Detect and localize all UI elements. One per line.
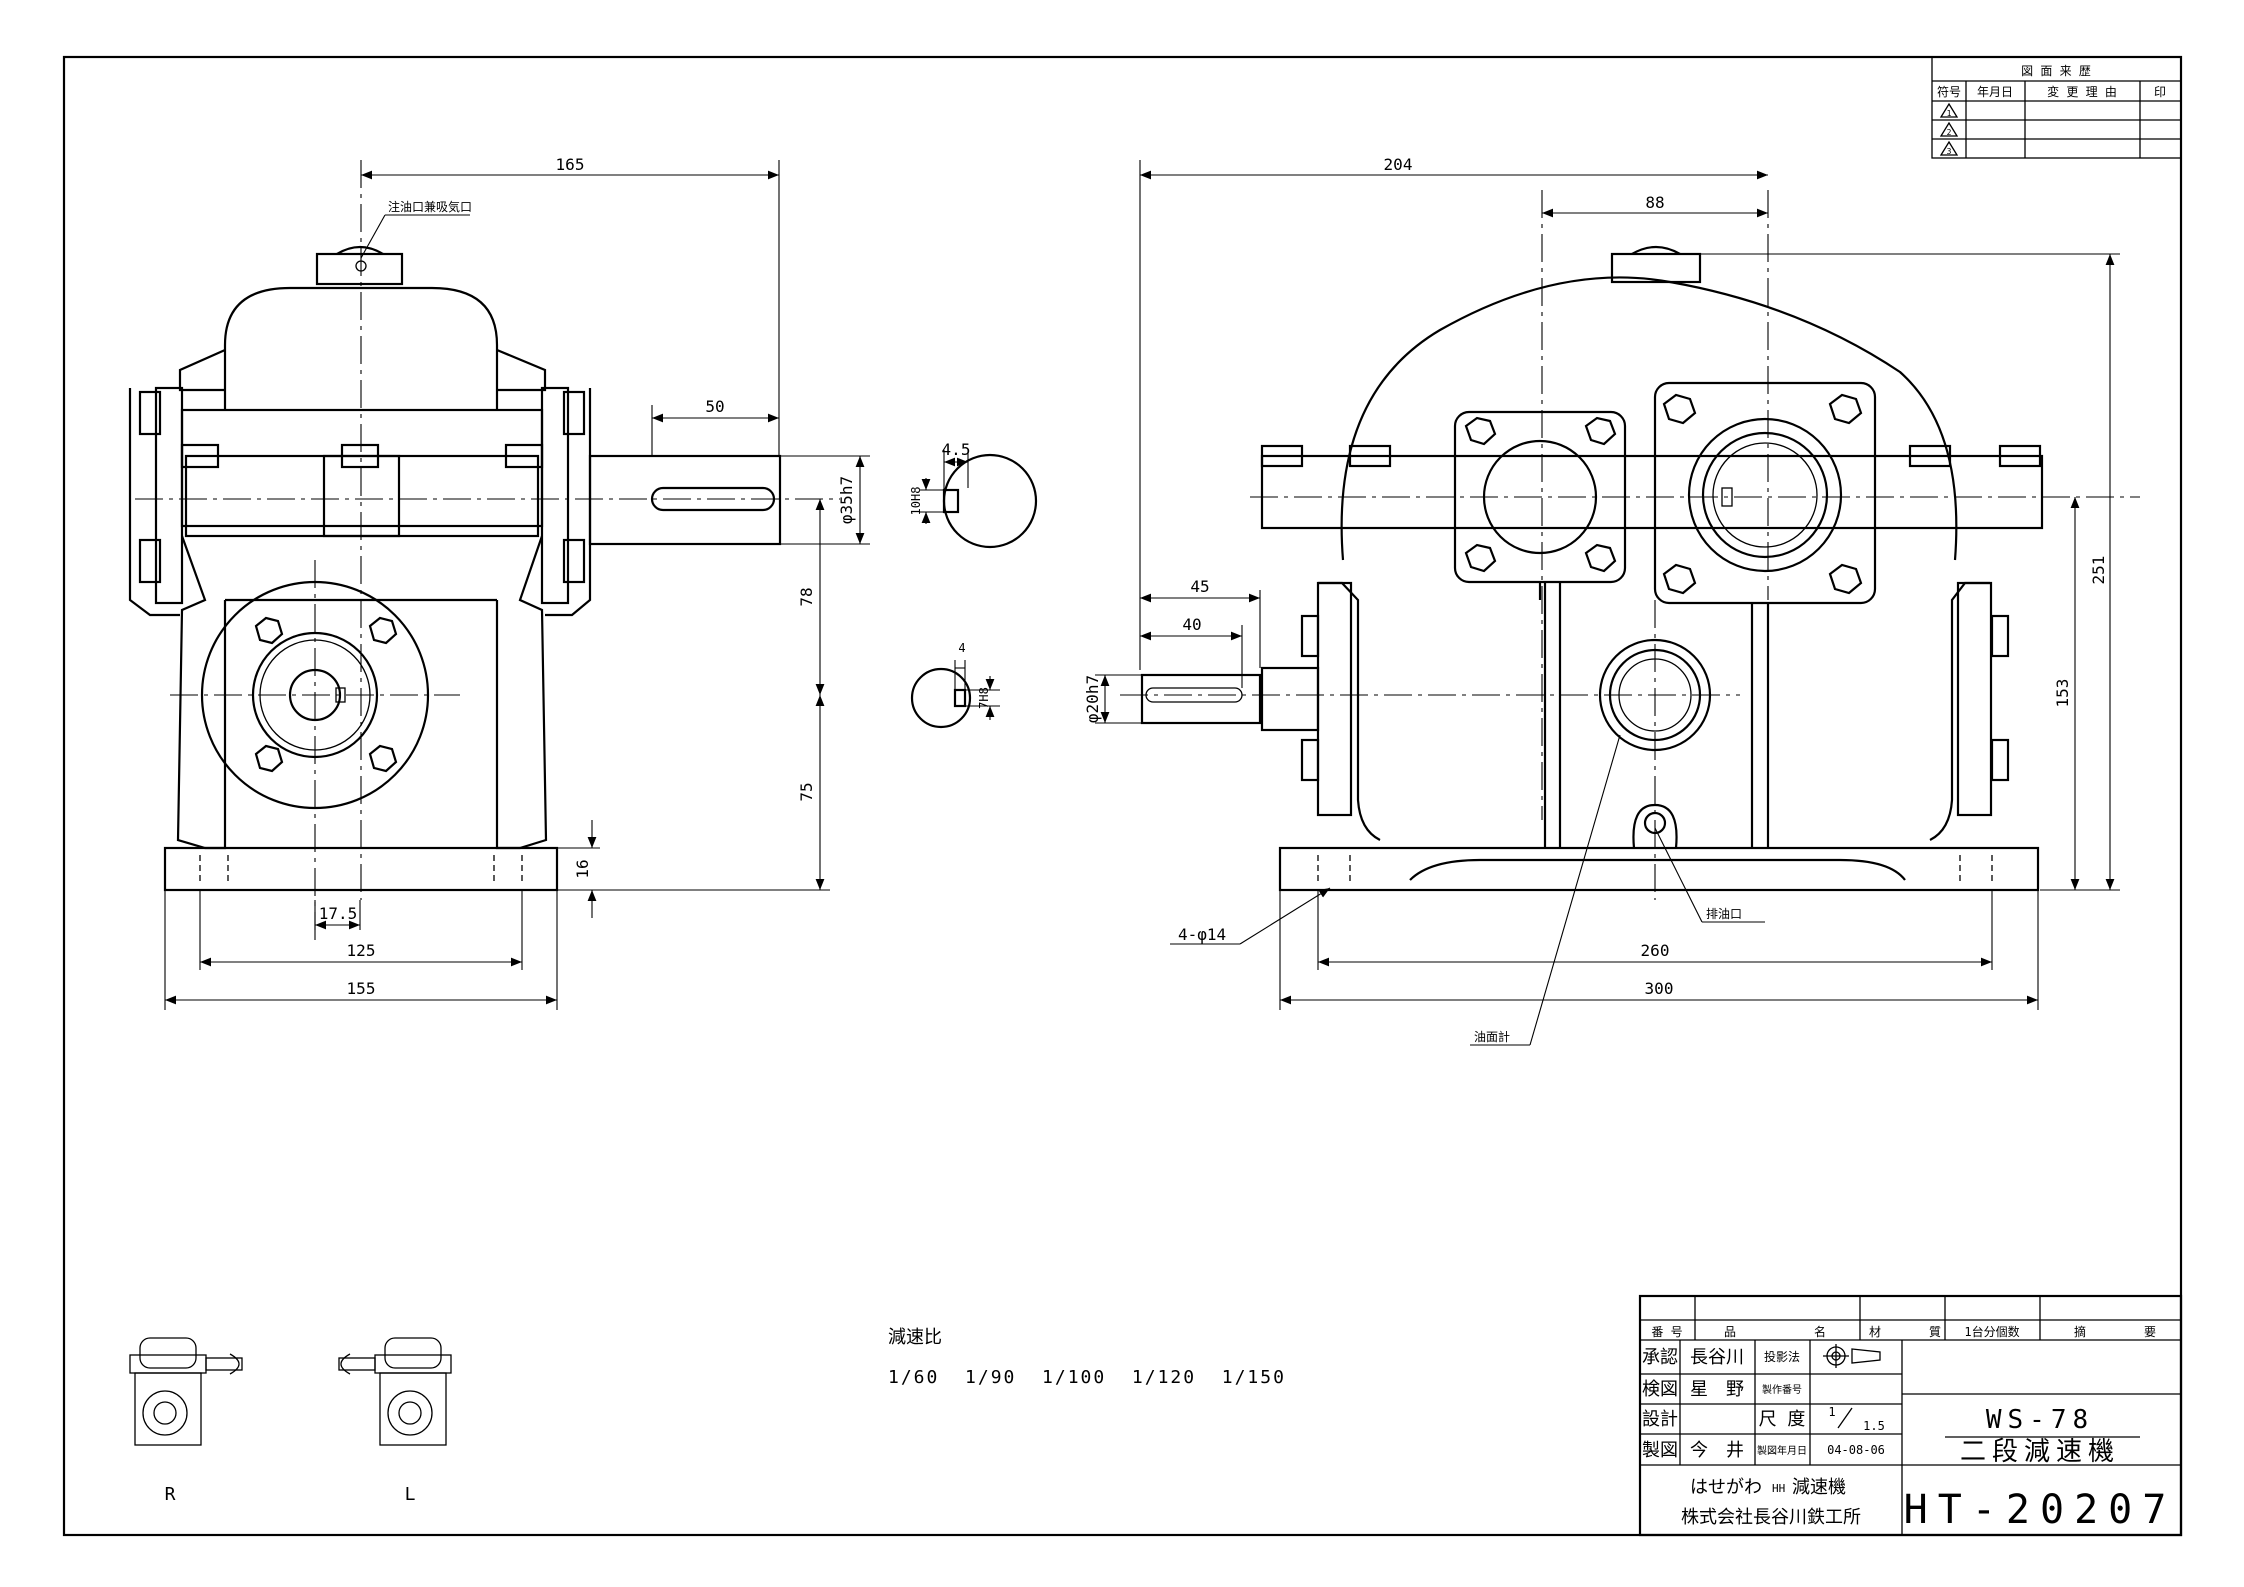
check-label: 検図 xyxy=(1642,1379,1678,1400)
revision-header-symbol: 符号 xyxy=(1937,84,1961,99)
dim-165: 165 xyxy=(556,155,585,174)
svg-text:1.5: 1.5 xyxy=(1863,1419,1885,1433)
ratio-values: 1/60 1/90 1/100 1/120 1/150 xyxy=(888,1367,1286,1388)
callout-oil-inlet: 注油口兼吸気口 xyxy=(388,199,472,214)
callout-oil-gauge: 油面計 xyxy=(1474,1029,1510,1044)
revision-header-reason: 変 更 理 由 xyxy=(2047,84,2117,99)
dim-251: 251 xyxy=(2089,556,2108,585)
dim-7h8: 7H8 xyxy=(977,687,991,709)
dim-shaft-diameter: φ35h7 xyxy=(837,476,856,524)
draw-label: 製図 xyxy=(1642,1440,1678,1461)
dim-300: 300 xyxy=(1645,979,1674,998)
projection-symbol xyxy=(1823,1344,1881,1368)
approve-label: 承認 xyxy=(1642,1347,1678,1368)
scale-value: 1 1.5 xyxy=(1828,1405,1884,1433)
keyway-detail-large: 4.5 10H8 xyxy=(909,440,1038,549)
keyway-detail-small: 4 7H8 xyxy=(910,641,1000,729)
revision-header-date: 年月日 xyxy=(1977,85,2013,99)
approve-name: 長谷川 xyxy=(1690,1347,1744,1368)
dim-17-5: 17.5 xyxy=(319,904,358,923)
parts-header-material-2: 質 xyxy=(1929,1324,1941,1339)
date-label: 製図年月日 xyxy=(1757,1444,1807,1457)
brand-line: はせがわ HH 減速機 xyxy=(1690,1477,1846,1498)
ratio-label: 減速比 xyxy=(888,1327,942,1348)
svg-text:1: 1 xyxy=(1947,109,1952,118)
dim-155: 155 xyxy=(347,979,376,998)
revision-title: 図 面 来 歴 xyxy=(2021,64,2091,78)
svg-text:3: 3 xyxy=(1947,147,1952,156)
parts-header-remarks-2: 要 xyxy=(2144,1325,2156,1339)
callout-drain: 排油口 xyxy=(1706,907,1742,921)
model-name: WS-78 xyxy=(1986,1405,2094,1435)
dim-16: 16 xyxy=(573,859,592,878)
dim-4-5: 4.5 xyxy=(942,440,971,459)
dim-88: 88 xyxy=(1645,193,1664,212)
side-view-bolts xyxy=(138,390,586,584)
dim-260: 260 xyxy=(1641,941,1670,960)
brand-suffix: 減速機 xyxy=(1792,1477,1846,1498)
draw-name: 今 井 xyxy=(1690,1440,1744,1461)
front-view: 204 88 251 153 45 40 φ20h7 4-φ14 260 300 xyxy=(1083,155,2140,1046)
dim-45: 45 xyxy=(1190,577,1209,596)
small-view-r: R xyxy=(129,1337,243,1505)
flange-bolts xyxy=(254,616,398,773)
small-view-l-label: L xyxy=(405,1484,416,1505)
number-label: 製作番号 xyxy=(1762,1383,1802,1396)
brand-name: はせがわ xyxy=(1690,1477,1762,1498)
brand-logo: HH xyxy=(1772,1482,1785,1495)
parts-header-remarks-1: 摘 xyxy=(2074,1324,2086,1339)
parts-header-name-2: 名 xyxy=(1814,1324,1826,1339)
revision-symbol-2: 2 xyxy=(1939,121,1959,137)
revision-header-seal: 印 xyxy=(2154,85,2166,99)
dim-40: 40 xyxy=(1182,615,1201,634)
dim-input-shaft-diameter: φ20h7 xyxy=(1083,675,1102,723)
side-view: 165 50 φ35h7 78 75 16 17.5 125 155 注油口兼吸… xyxy=(128,155,870,1010)
design-label: 設計 xyxy=(1642,1409,1678,1430)
parts-header-quantity: 1台分個数 xyxy=(1964,1324,2019,1339)
dim-50: 50 xyxy=(705,397,724,416)
dim-4-phi14: 4-φ14 xyxy=(1178,925,1226,944)
model-description: 二段減速機 xyxy=(1960,1437,2120,1467)
svg-text:1: 1 xyxy=(1828,1405,1835,1419)
cover-bolts xyxy=(1464,393,1863,595)
parts-header-name-1: 品 xyxy=(1724,1325,1736,1339)
revision-symbol-3: 3 xyxy=(1939,140,1959,156)
check-name: 星 野 xyxy=(1690,1379,1744,1400)
svg-text:2: 2 xyxy=(1947,128,1952,137)
scale-label: 尺 度 xyxy=(1759,1409,1806,1430)
dim-75: 75 xyxy=(797,782,816,801)
title-block: 番 号 品 名 材 質 1台分個数 摘 要 承認 長谷川 投影法 検図 星 野 … xyxy=(1638,1294,2183,1537)
small-view-r-label: R xyxy=(165,1484,176,1505)
parts-header-number: 番 号 xyxy=(1651,1325,1682,1339)
revision-table: 図 面 来 歴 符号 年月日 変 更 理 由 印 1 2 3 xyxy=(1931,56,2182,159)
revision-symbol-1: 1 xyxy=(1939,102,1959,118)
parts-header-material-1: 材 xyxy=(1869,1325,1881,1339)
drawing-number: HT-20207 xyxy=(1904,1487,2177,1533)
dim-78: 78 xyxy=(797,587,816,606)
date-value: 04-08-06 xyxy=(1827,1443,1885,1457)
drawing-border xyxy=(62,55,2183,1537)
company-name: 株式会社長谷川鉄工所 xyxy=(1681,1507,1861,1528)
small-view-l: L xyxy=(338,1337,452,1505)
dim-204: 204 xyxy=(1384,155,1413,174)
dim-4: 4 xyxy=(958,641,965,655)
dim-125: 125 xyxy=(347,941,376,960)
dim-10h8: 10H8 xyxy=(909,487,923,516)
dim-153: 153 xyxy=(2053,679,2072,708)
projection-label: 投影法 xyxy=(1764,1349,1800,1364)
